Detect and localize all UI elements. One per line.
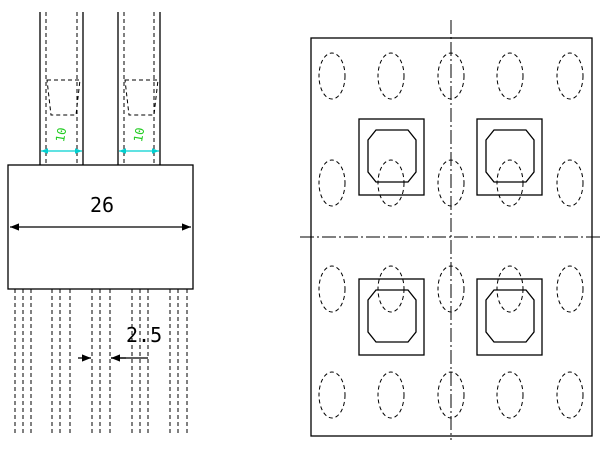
dimension-pile-spacing: 2.5 xyxy=(78,323,162,362)
pile-plan xyxy=(437,265,465,313)
plan-view xyxy=(300,20,600,440)
column-plan-top-right xyxy=(476,118,543,196)
dimension-pile-spacing-label: 2.5 xyxy=(126,323,162,347)
dimension-cap-width: 26 xyxy=(10,193,191,231)
dimension-column-left: 10 xyxy=(41,126,82,154)
dimension-cap-width-label: 26 xyxy=(90,193,114,217)
pile-plan xyxy=(318,371,346,419)
pile-plan xyxy=(377,52,405,100)
elevation-view: 10 10 26 xyxy=(7,12,194,435)
pile-plan xyxy=(437,52,465,100)
pile-plan xyxy=(556,371,584,419)
pile-plan xyxy=(496,52,524,100)
column-right xyxy=(117,12,161,165)
pile-plan xyxy=(437,159,465,207)
pile-elevation-4 xyxy=(131,289,149,435)
dimension-column-left-label: 10 xyxy=(53,126,69,143)
pile-plan xyxy=(377,371,405,419)
pile-plan xyxy=(377,265,405,313)
pile-plan xyxy=(377,159,405,207)
pile-plan xyxy=(318,52,346,100)
pile-elevation-2 xyxy=(51,289,71,435)
pile-plan xyxy=(556,265,584,313)
pile-plan xyxy=(556,159,584,207)
pile-plan xyxy=(496,159,524,207)
pile-plan xyxy=(437,371,465,419)
pile-plan xyxy=(318,265,346,313)
pile-plan xyxy=(318,159,346,207)
dimension-column-right-label: 10 xyxy=(131,126,147,143)
pile-grid-plan xyxy=(318,52,584,419)
pile-elevation-3 xyxy=(91,289,111,435)
column-plan-bottom-left xyxy=(358,278,425,356)
column-left xyxy=(39,12,84,165)
pile-plan xyxy=(496,265,524,313)
pile-plan xyxy=(496,371,524,419)
column-plan-bottom-right xyxy=(476,278,543,356)
pile-elevation-5 xyxy=(169,289,188,435)
pile-elevation-1 xyxy=(14,289,32,435)
piles-elevation xyxy=(14,289,188,435)
pile-plan xyxy=(556,52,584,100)
dimension-column-right: 10 xyxy=(119,126,159,154)
column-plan-top-left xyxy=(358,118,425,196)
